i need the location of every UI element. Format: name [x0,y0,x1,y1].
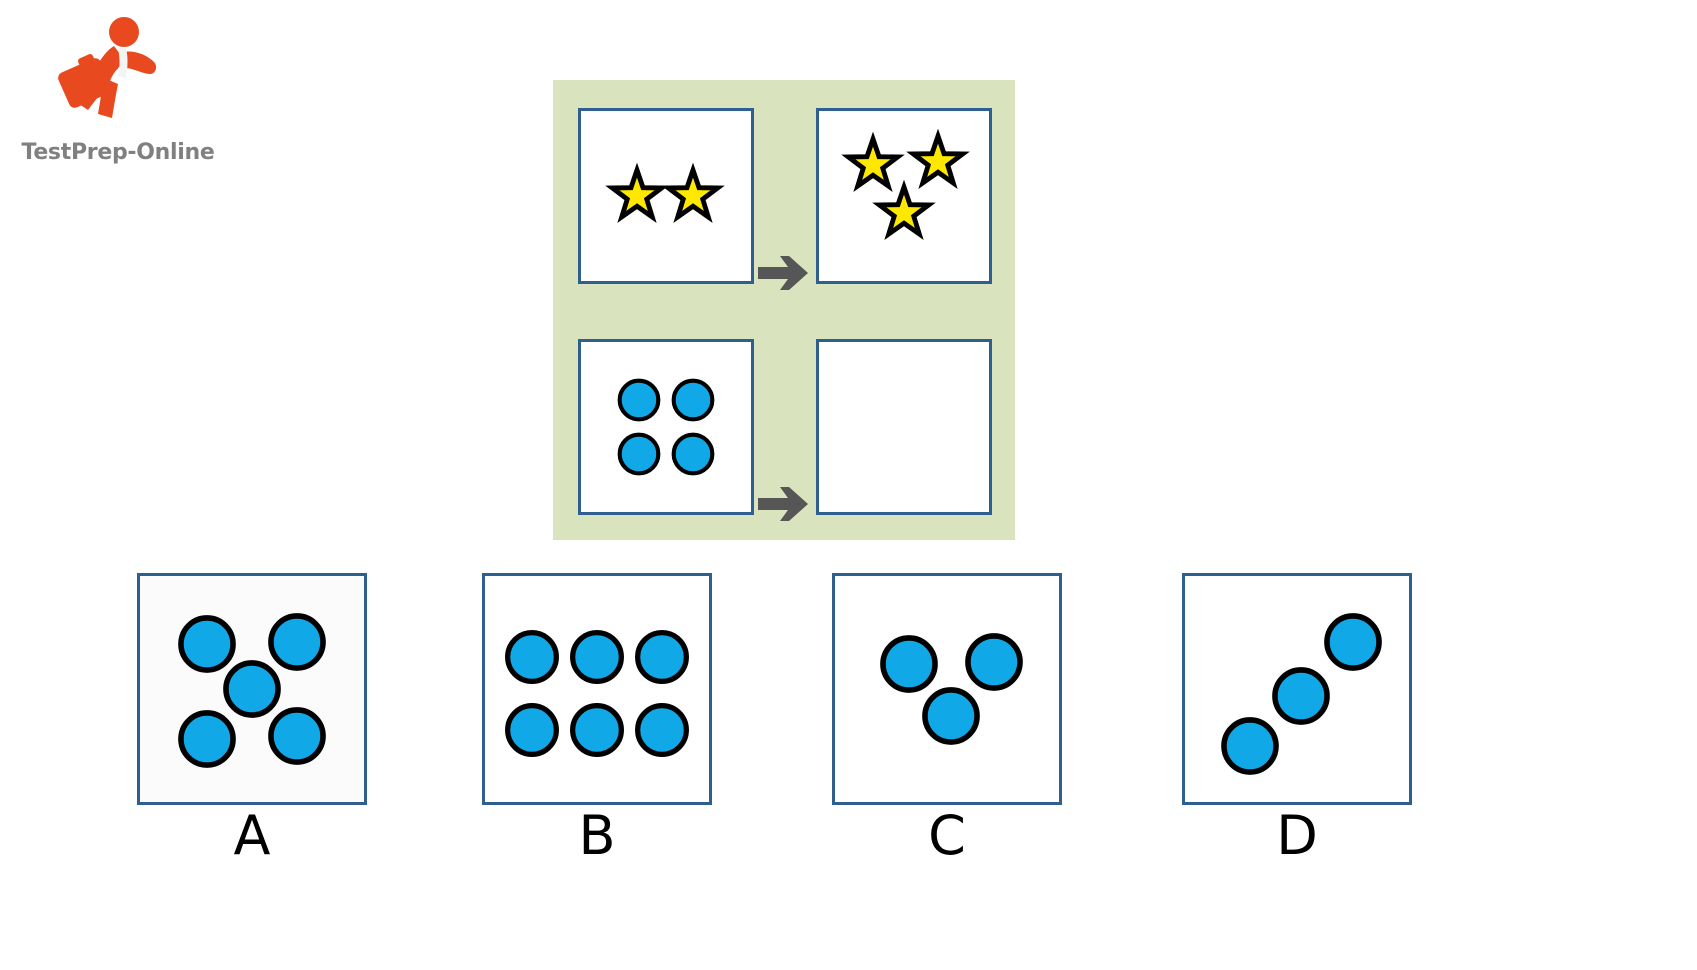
analogy-panel [553,80,1015,540]
circle-icon [963,631,1025,693]
answer-option-c-box[interactable] [832,573,1062,805]
star-icon [661,162,725,224]
answer-option-a-label: A [233,804,271,867]
answer-option-d-box[interactable] [1182,573,1412,805]
circle-icon [266,705,328,767]
answer-option-d[interactable]: D [1182,573,1412,863]
star-icon [841,131,906,193]
analogy-cell-row1-right [816,108,992,284]
circle-icon [176,613,238,675]
brand-logo: TestPrep-Online [18,12,218,172]
circle-icon [1322,611,1384,673]
circle-icon [670,431,716,477]
answer-option-d-label: D [1276,804,1318,867]
circle-icon [503,701,561,759]
circle-icon [266,611,328,673]
circle-icon [616,431,662,477]
analogy-cell-row2-left [578,339,754,515]
star-icon [906,128,970,190]
circle-icon [920,685,982,747]
circle-icon [1270,665,1332,727]
circle-icon [503,628,561,686]
analogy-cell-row2-right-missing [816,339,992,515]
answer-option-a[interactable]: A [137,573,367,863]
answer-option-b-label: B [578,804,616,867]
answer-option-c-label: C [928,804,966,867]
circle-icon [878,633,940,695]
answer-option-b[interactable]: B [482,573,712,863]
right-arrow-icon [758,481,812,527]
answer-option-c[interactable]: C [832,573,1062,863]
right-arrow-icon [758,250,812,296]
circle-icon [568,701,626,759]
answer-option-b-box[interactable] [482,573,712,805]
circle-icon [633,628,691,686]
analogy-cell-row1-left [578,108,754,284]
circle-icon [1219,715,1281,777]
circle-icon [633,701,691,759]
star-icon [872,179,936,241]
star-icon [605,162,669,224]
circle-icon [568,628,626,686]
circle-icon [176,708,238,770]
circle-icon [616,377,662,423]
running-businessman-with-briefcase-icon [56,16,176,124]
answer-option-a-box[interactable] [137,573,367,805]
circle-icon [670,377,716,423]
brand-wordmark: TestPrep-Online [21,140,215,165]
circle-icon [221,658,283,720]
